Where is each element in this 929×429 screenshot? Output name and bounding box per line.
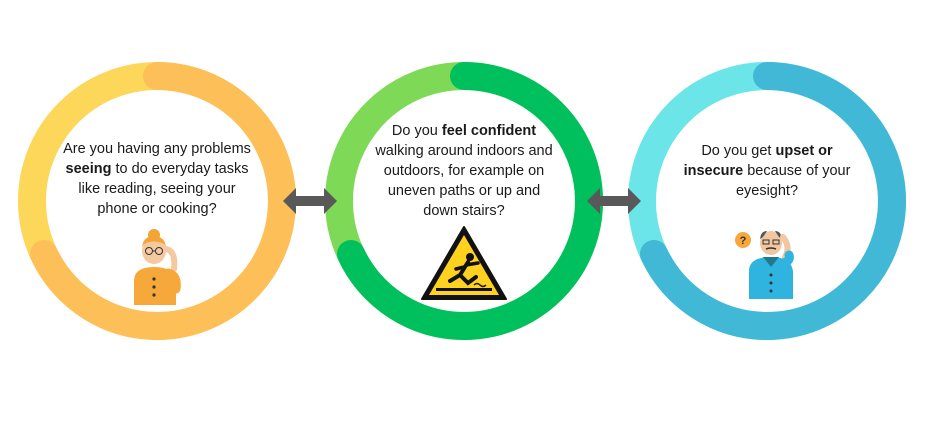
step-1-question: Are you having any problems seeing to do… [63, 141, 251, 217]
step-circle-1: Are you having any problems seeing to do… [17, 61, 297, 341]
step-3-question: Do you get upset or insecure because of … [683, 143, 851, 199]
ring-3-graphic [628, 62, 906, 341]
question-mark-glyph: ? [740, 235, 747, 247]
step-circle-3: Do you get upset or insecure because of … [627, 61, 907, 341]
double-arrow-icon [283, 188, 337, 214]
slip-hazard-sign-icon [421, 226, 507, 300]
confused-woman-illustration [134, 229, 181, 305]
confused-man-illustration: ? [735, 231, 794, 299]
ring-2-dark-arc [337, 62, 603, 341]
step-circle-2: Do you feel confident walking around ind… [324, 61, 604, 341]
step-2-question: Do you feel confident walking around ind… [375, 123, 553, 219]
ring-1-graphic [18, 62, 296, 341]
double-arrow-icon [587, 188, 641, 214]
ring-1-dark-arc [30, 62, 296, 341]
ring-3-dark-arc [640, 62, 906, 341]
